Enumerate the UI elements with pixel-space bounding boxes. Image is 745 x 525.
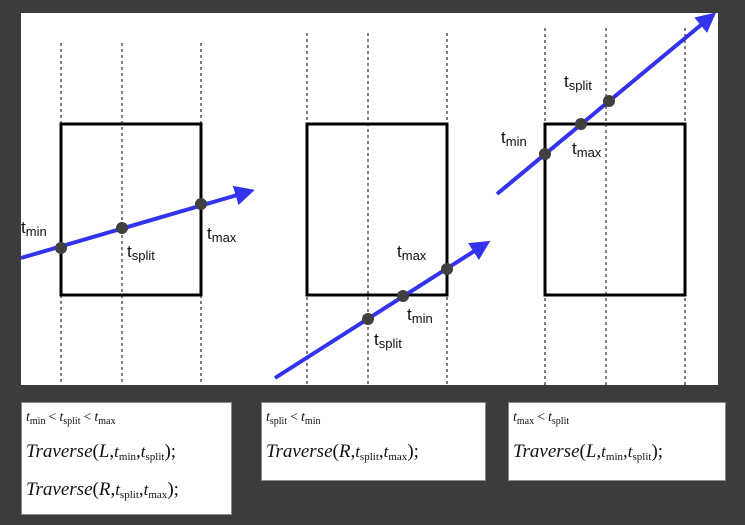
scenario-right: tsplit tmin tmax bbox=[495, 13, 717, 385]
point-t-split bbox=[116, 222, 128, 234]
condition: tmax<tsplit bbox=[513, 410, 570, 427]
ray-split-diagram: tmin tsplit tmax tmax tmin tsplit tsplit… bbox=[21, 13, 718, 385]
point-t-max bbox=[575, 118, 587, 130]
label-t-max: tmax bbox=[207, 224, 237, 245]
point-t-max bbox=[195, 198, 207, 210]
formula-case-2: tsplit<tmin Traverse(R,tsplit,tmax); bbox=[261, 402, 486, 481]
scenario-middle: tmax tmin tsplit bbox=[273, 33, 491, 385]
traverse-call-right: Traverse(R,tsplit,tmax); bbox=[26, 479, 179, 501]
label-t-min: tmin bbox=[501, 128, 527, 149]
bounding-box bbox=[543, 122, 687, 297]
label-t-max: tmax bbox=[572, 139, 602, 160]
label-t-split: tsplit bbox=[127, 242, 155, 263]
label-t-max: tmax bbox=[397, 242, 427, 263]
label-t-min: tmin bbox=[407, 305, 433, 326]
point-t-split bbox=[362, 313, 374, 325]
point-t-max bbox=[441, 263, 453, 275]
diagram-canvas: tmin tsplit tmax tmax tmin tsplit tsplit… bbox=[21, 13, 717, 385]
point-t-min bbox=[397, 290, 409, 302]
formula-case-1: tmin<tsplit<tmax Traverse(L,tmin,tsplit)… bbox=[21, 402, 232, 515]
traverse-call-left: Traverse(L,tmin,tsplit); bbox=[26, 441, 177, 463]
label-t-split: tsplit bbox=[374, 330, 402, 351]
formula-case-3: tmax<tsplit Traverse(L,tmin,tsplit); bbox=[508, 402, 726, 481]
point-t-min bbox=[539, 148, 551, 160]
point-t-split bbox=[603, 95, 615, 107]
point-t-min bbox=[55, 242, 67, 254]
traverse-call-right: Traverse(R,tsplit,tmax); bbox=[266, 441, 419, 463]
bounding-box bbox=[59, 122, 203, 297]
label-t-min: tmin bbox=[21, 218, 47, 239]
label-t-split: tsplit bbox=[564, 72, 592, 93]
scenario-left: tmin tsplit tmax bbox=[21, 43, 255, 385]
bounding-box bbox=[305, 122, 449, 297]
traverse-call-left: Traverse(L,tmin,tsplit); bbox=[513, 441, 664, 463]
condition: tsplit<tmin bbox=[266, 410, 321, 427]
condition: tmin<tsplit<tmax bbox=[26, 410, 116, 427]
